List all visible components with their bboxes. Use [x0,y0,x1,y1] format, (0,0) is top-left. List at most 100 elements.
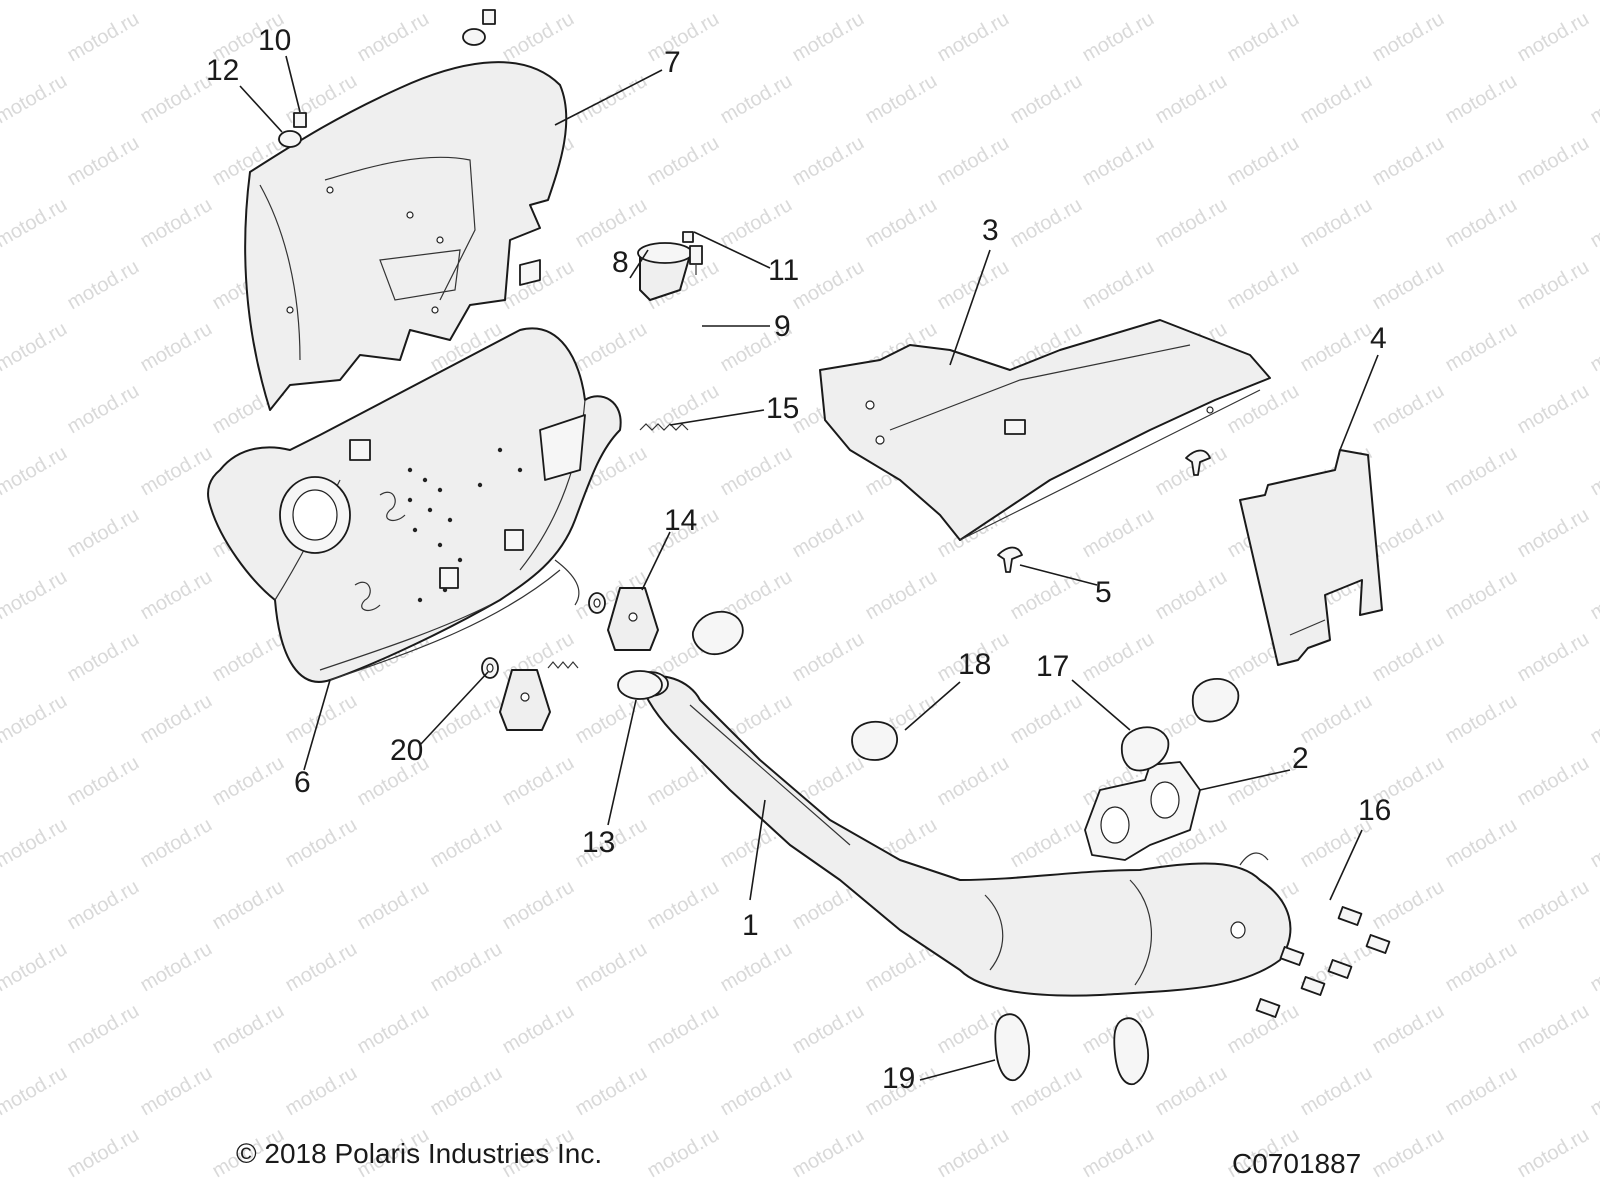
leader-line-16 [1329,829,1363,901]
watermark-text: motod.ru [572,70,651,129]
watermark-text: motod.ru [137,1062,216,1121]
watermark-text: motod.ru [644,380,723,439]
watermark-text: motod.ru [427,690,506,749]
part-13-clamp [617,670,663,700]
watermark-text: motod.ru [64,504,143,563]
watermark-text: motod.ru [0,690,71,749]
watermark-text: motod.ru [644,1124,723,1183]
watermark-text: motod.ru [1442,318,1521,377]
part-16-bolts [1255,906,1391,1018]
part-17-clamp [1120,677,1240,772]
watermark-text: motod.ru [1514,876,1593,935]
watermark-text: motod.ru [1007,814,1086,873]
watermark-text: motod.ru [64,8,143,67]
watermark-text: motod.ru [1442,690,1521,749]
watermark-text: motod.ru [499,8,578,67]
watermark-text: motod.ru [1514,1124,1593,1183]
callout-11: 11 [768,254,799,287]
watermark-text: motod.ru [789,256,868,315]
watermark-text: motod.ru [137,70,216,129]
watermark-text: motod.ru [1152,70,1231,129]
watermark-text: motod.ru [572,194,651,253]
watermark-text: motod.ru [1587,194,1600,253]
watermark-text: motod.ru [1224,8,1303,67]
leader-lines [239,55,1379,1081]
callout-5: 5 [1095,576,1112,609]
watermark-text: motod.ru [1514,380,1593,439]
watermark-text: motod.ru [1079,628,1158,687]
watermark-text: motod.ru [1297,690,1376,749]
watermark-text: motod.ru [644,1000,723,1059]
callout-14: 14 [664,504,697,537]
callout-7: 7 [664,46,681,79]
part-15-spring-lower [547,661,579,669]
watermark-text: motod.ru [572,938,651,997]
watermark-text: motod.ru [572,0,651,4]
watermark-text: motod.ru [64,132,143,191]
watermark-text: motod.ru [1514,504,1593,563]
watermark-text: motod.ru [717,194,796,253]
callout-17: 17 [1036,650,1069,683]
callout-9: 9 [774,310,791,343]
leader-line-8 [629,249,649,279]
watermark-text: motod.ru [0,70,71,129]
watermark-text: motod.ru [1587,938,1600,997]
callout-3: 3 [982,214,999,247]
watermark-text: motod.ru [1442,194,1521,253]
watermark-text: motod.ru [1442,0,1521,4]
watermark-text: motod.ru [644,8,723,67]
leader-line-5 [1019,564,1098,586]
callout-4: 4 [1370,322,1387,355]
watermark-text: motod.ru [934,256,1013,315]
watermark-text: motod.ru [1297,194,1376,253]
watermark-text: motod.ru [1587,1062,1600,1121]
callout-8: 8 [612,246,629,279]
watermark-text: motod.ru [1297,318,1376,377]
watermark-text: motod.ru [1442,442,1521,501]
watermark-text: motod.ru [789,132,868,191]
watermark-text: motod.ru [789,1124,868,1183]
part-2-gasket [1084,761,1201,861]
watermark-text: motod.ru [1007,690,1086,749]
watermark-text: motod.ru [1297,1062,1376,1121]
watermark-text: motod.ru [282,814,361,873]
watermark-text: motod.ru [934,8,1013,67]
watermark-text: motod.ru [137,566,216,625]
watermark-text: motod.ru [862,70,941,129]
watermark-text: motod.ru [0,442,71,501]
watermark-text: motod.ru [354,876,433,935]
watermark-text: motod.ru [499,752,578,811]
watermark-text: motod.ru [934,752,1013,811]
watermark-text: motod.ru [1442,1062,1521,1121]
leader-line-7 [554,69,663,126]
watermark-text: motod.ru [499,1000,578,1059]
watermark-text: motod.ru [1587,566,1600,625]
watermark-text: motod.ru [64,1000,143,1059]
part-19-clamp [994,1013,1149,1086]
drawing-number: C0701887 [1232,1148,1362,1179]
watermark-text: motod.ru [1514,1000,1593,1059]
watermark-text: motod.ru [1152,0,1231,4]
watermark-text: motod.ru [717,938,796,997]
watermark-text: motod.ru [1152,1062,1231,1121]
watermark-text: motod.ru [1007,194,1086,253]
watermark-text: motod.ru [1224,256,1303,315]
watermark-text: motod.ru [572,318,651,377]
watermark-text: motod.ru [1079,8,1158,67]
watermark-text: motod.ru [137,938,216,997]
part-7-heat-shield [244,61,568,411]
callout-16: 16 [1358,794,1391,827]
leader-line-12 [239,85,283,133]
part-5-push-rivet [997,449,1211,573]
watermark-text: motod.ru [789,1000,868,1059]
leader-line-2 [1199,769,1291,791]
watermark-text: motod.ru [1297,70,1376,129]
watermark-text: motod.ru [64,876,143,935]
watermark-text: motod.ru [1079,1124,1158,1183]
part-15-spring [639,423,689,431]
watermark-text: motod.ru [354,8,433,67]
watermark-text: motod.ru [1224,132,1303,191]
